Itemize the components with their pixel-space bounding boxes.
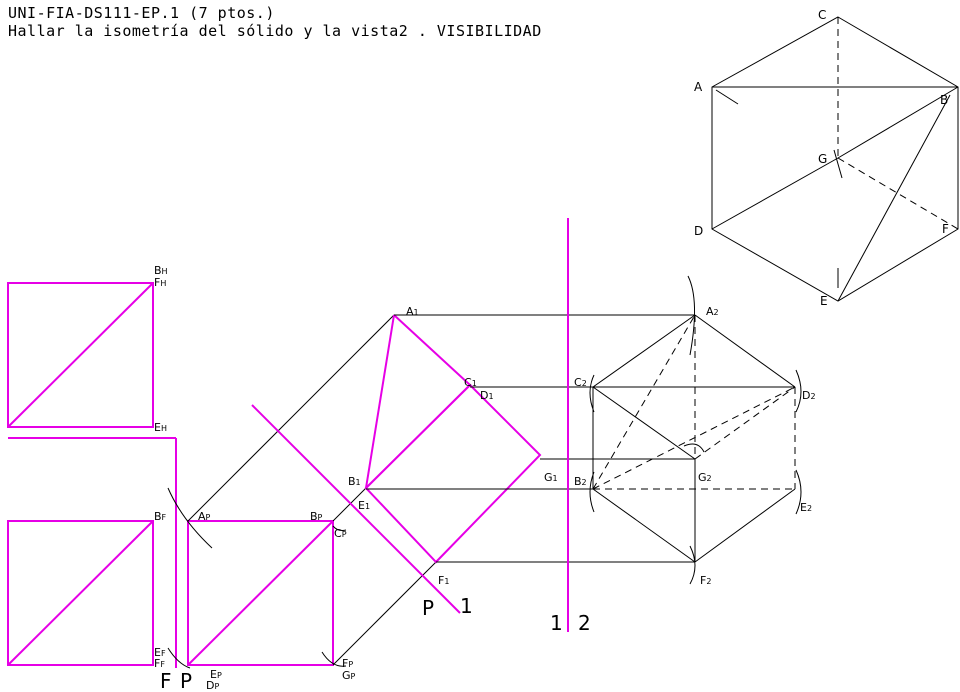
view2-c-g	[592, 386, 696, 460]
label-dp: DP	[206, 679, 219, 692]
hex-label-b: B	[940, 93, 948, 107]
hex-edge-e-b	[837, 94, 951, 302]
front-view: BF EF FF	[7, 510, 167, 670]
arc-c2	[589, 374, 595, 413]
label-c1: C1	[464, 376, 477, 389]
view2-b-f	[592, 488, 696, 563]
view1-square	[364, 383, 542, 564]
label-ap: AP	[198, 510, 211, 523]
projection-lines-p1	[187, 314, 437, 666]
fold-line-p-1	[251, 404, 461, 614]
hex-edge-g-b	[837, 86, 959, 159]
label-b1: B1	[348, 475, 361, 488]
label-ef: EF	[154, 646, 166, 659]
fold-label-p1-1: 1	[460, 594, 473, 618]
view2-hidden-b-d	[592, 386, 796, 490]
label-a1: A1	[406, 305, 419, 318]
front-view-square	[7, 520, 154, 666]
label-c2: C2	[574, 376, 587, 389]
arc-f2	[689, 545, 696, 585]
label-ep: EP	[210, 668, 222, 681]
label-d1: D1	[480, 389, 494, 402]
hex-label-d: D	[694, 224, 703, 238]
arc-e2	[795, 469, 802, 515]
view1-edge-a-b	[365, 314, 395, 489]
label-d2: D2	[802, 389, 816, 402]
arc-b2	[589, 471, 595, 513]
label-ff: FF	[154, 657, 165, 670]
hex-mark-g	[833, 149, 843, 179]
top-view-diagonal	[7, 282, 154, 428]
label-fh: FH	[154, 276, 166, 289]
arc-cp	[332, 525, 347, 531]
view2-hidden-g-d	[694, 386, 796, 460]
arc-a2	[687, 275, 695, 356]
view2-f-e	[694, 488, 796, 563]
isometric-view: C A B G D F E	[694, 8, 959, 308]
auxiliary-view-1: A1 C1 D1 B1 E1 G1 F1	[348, 305, 558, 587]
proj-bp-b1	[332, 487, 367, 522]
label-f2: F2	[700, 574, 711, 587]
label-a2: A2	[706, 305, 719, 318]
label-b2: B2	[574, 475, 587, 488]
fold-label-12-2: 2	[578, 611, 591, 635]
label-e2: E2	[800, 501, 812, 514]
view1-diagonal-b-d	[365, 384, 471, 489]
profile-view-square	[187, 520, 334, 666]
label-eh: EH	[154, 421, 167, 434]
hex-outline	[711, 16, 959, 302]
hex-edge-d-g	[711, 157, 839, 230]
profile-view: AP BP CP EP DP FP GP	[167, 487, 356, 692]
label-bp: BP	[310, 510, 323, 523]
hex-label-e: E	[820, 294, 828, 308]
proj-fp-f1	[332, 561, 437, 666]
exercise-title: UNI-FIA-DS111-EP.1 (7 ptos.)	[8, 4, 275, 22]
proj-ap-a1	[187, 314, 395, 522]
label-cp: CP	[334, 527, 347, 540]
top-view-square	[7, 282, 154, 428]
label-gp: GP	[342, 669, 356, 682]
arc-fp	[321, 651, 347, 667]
fold-label-12-1: 1	[550, 611, 563, 635]
label-g2: G2	[698, 471, 712, 484]
label-g1: G1	[544, 471, 558, 484]
arc-d2	[795, 369, 802, 413]
view1-edge-a-c	[393, 314, 471, 386]
auxiliary-view-2: A2 C2 D2 B2 G2 E2 F2	[574, 275, 816, 587]
hex-label-g: G	[818, 152, 827, 166]
arc-ep	[167, 647, 191, 669]
view2-hidden-b-a	[592, 314, 696, 490]
label-bh: BH	[154, 264, 168, 277]
arc-ap	[167, 487, 213, 549]
hex-label-c: C	[818, 8, 826, 22]
label-f1: F1	[438, 574, 449, 587]
fold-label-p1-p: P	[422, 596, 434, 620]
label-bf: BF	[154, 510, 167, 523]
arc-g2	[683, 443, 705, 453]
exercise-instruction: Hallar la isometría del sólido y la vist…	[8, 22, 542, 40]
view2-a-d	[694, 314, 796, 388]
label-e1: E1	[358, 499, 370, 512]
fold-label-p: P	[180, 669, 192, 692]
hex-hidden-g-f	[837, 157, 959, 230]
front-view-diagonal	[7, 520, 154, 666]
hex-mark-a	[715, 89, 739, 105]
hex-label-f: F	[942, 222, 949, 236]
projection-lines-12	[366, 314, 795, 563]
view2-c-a	[592, 314, 696, 388]
label-fp: FP	[342, 657, 353, 670]
hex-label-a: A	[694, 80, 703, 94]
top-view: BH FH EH	[7, 264, 168, 434]
profile-view-diagonal	[187, 520, 334, 666]
fold-label-f: F	[160, 669, 172, 692]
